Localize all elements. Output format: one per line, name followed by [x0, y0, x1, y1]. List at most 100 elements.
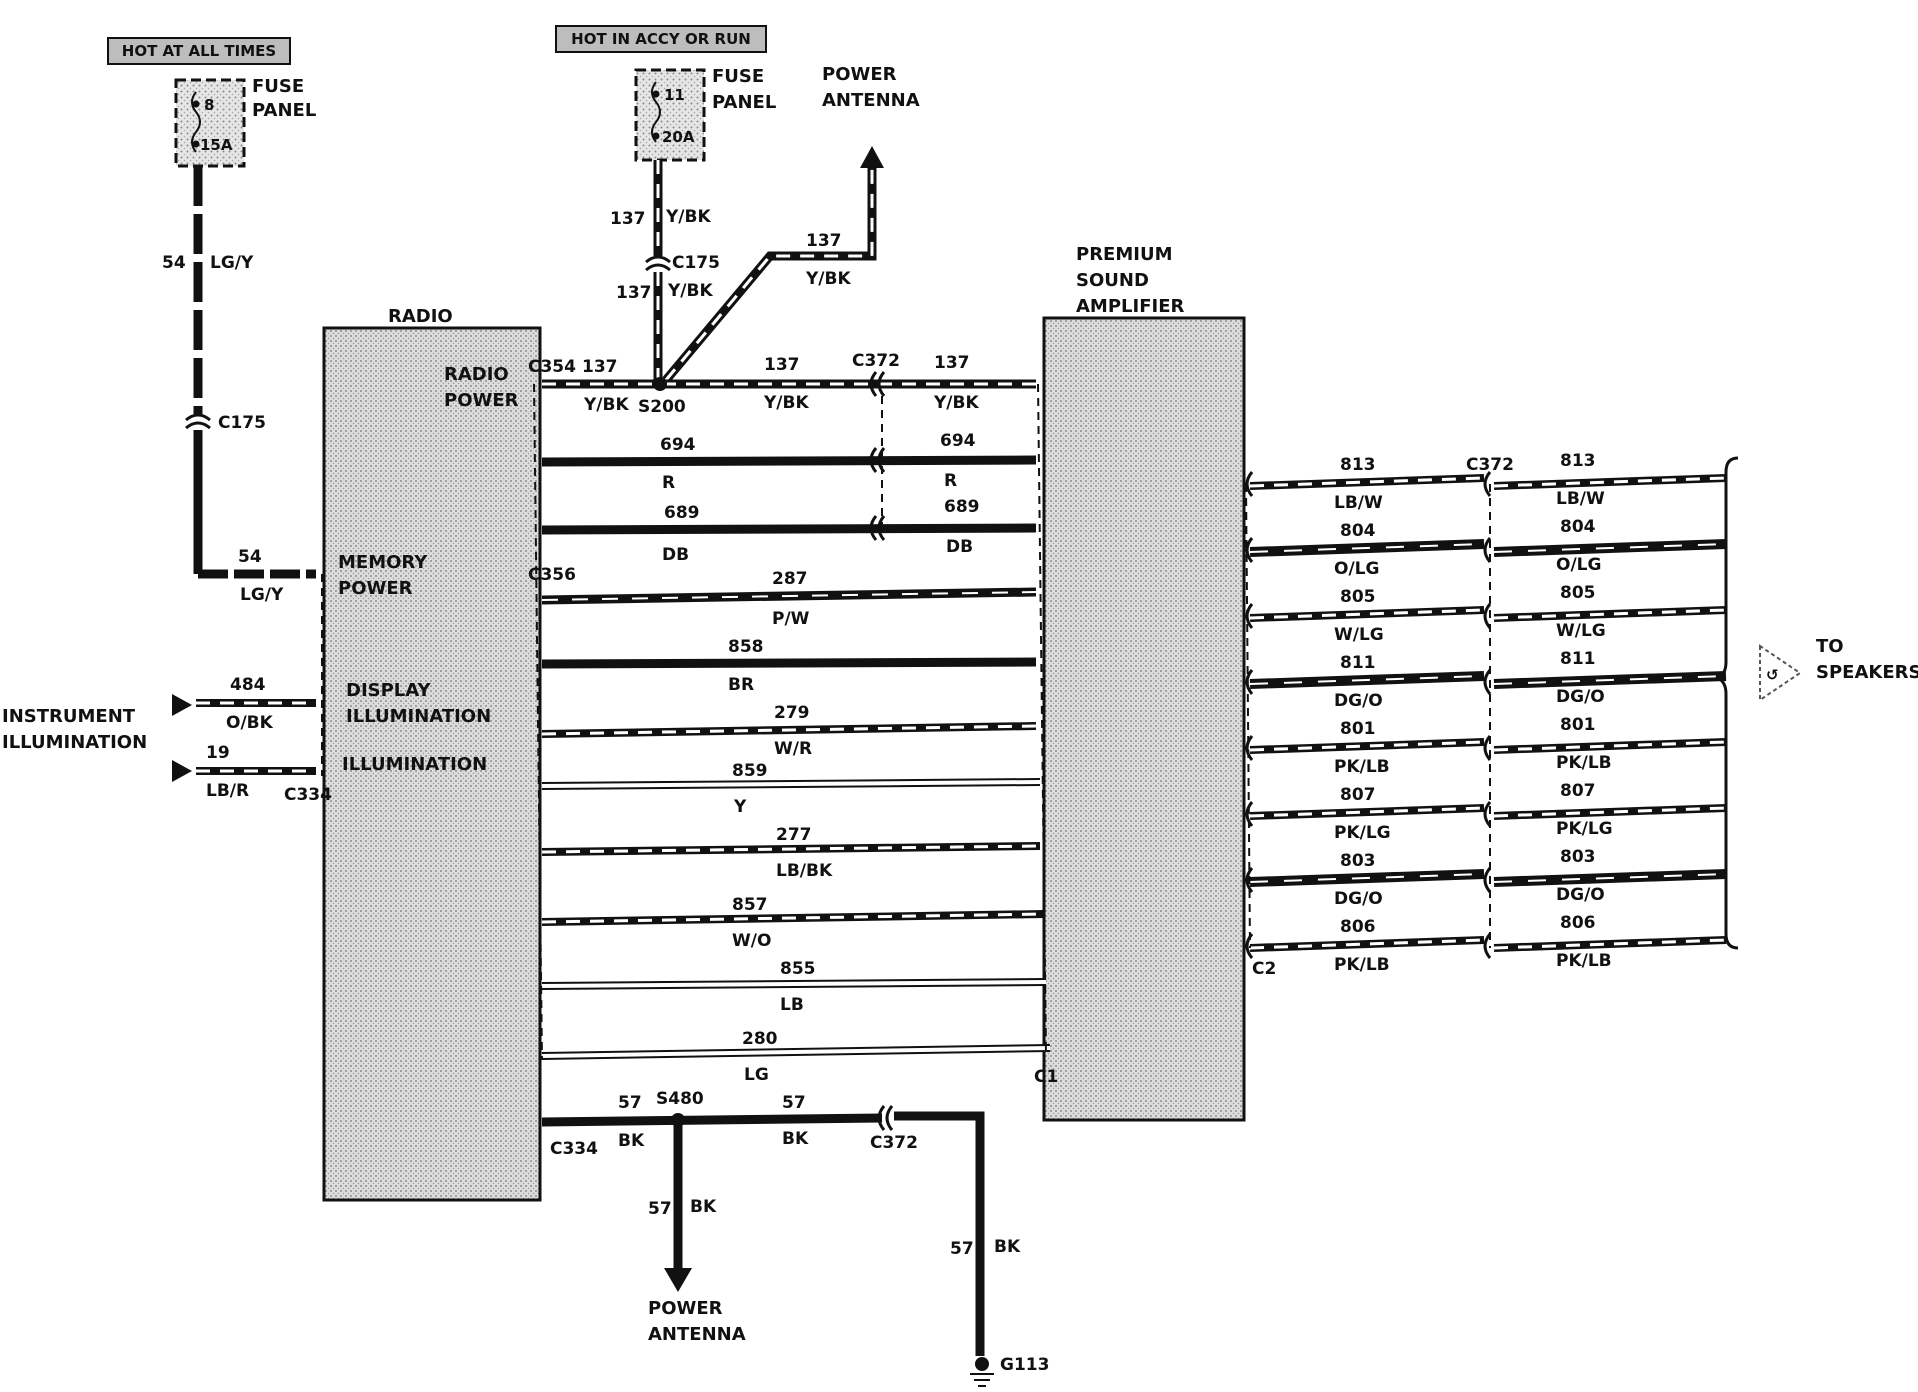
speaker-wire-color-right: PK/LB [1556, 753, 1612, 773]
fuse-left-number: 8 [204, 96, 214, 114]
wire-54-v-circuit: 54 [162, 253, 186, 273]
speaker-wire-circuit-right: 806 [1560, 913, 1596, 933]
wire-137-left-color: Y/BK [583, 395, 629, 415]
wire-694-right-circuit: 694 [940, 431, 976, 451]
ground-circuit-57: C334 57 BK S480 57 BK C372 57 BK 57 BK P… [541, 1089, 1021, 1356]
radio-pin-memory-power-2: POWER [338, 578, 413, 599]
wire-277: 277 LB/BK [541, 825, 1041, 881]
instrument-illumination: INSTRUMENT ILLUMINATION 484 O/BK 19 LB/R… [2, 675, 332, 805]
wire-694: 694 R 694 R [541, 431, 1037, 493]
speaker-wire-circuit-left: 807 [1340, 785, 1376, 805]
wire-287-color: P/W [772, 609, 810, 629]
speaker-wires: 813LB/W813LB/W804O/LG804O/LG805W/LG805W/… [1245, 451, 1727, 975]
wire-858: 858 BR [541, 637, 1037, 695]
speaker-wire-circuit-right: 805 [1560, 583, 1596, 603]
wire-57-d-color: BK [994, 1237, 1021, 1257]
wire-484-color: O/BK [226, 713, 274, 733]
wire-137-right-circuit: 137 [934, 353, 970, 373]
connector-c334-left: C334 [284, 785, 332, 805]
speaker-wire-color-left: DG/O [1334, 691, 1383, 711]
speaker-wire-color-left: PK/LB [1334, 757, 1390, 777]
radio-pin-display-2: ILLUMINATION [346, 706, 491, 727]
wire-57-b-color: BK [782, 1129, 809, 1149]
speaker-wire-circuit-right: 811 [1560, 649, 1596, 669]
wire-54-v-color: LG/Y [210, 253, 254, 273]
wire-857-circuit: 857 [732, 895, 768, 915]
wire-137-upper-color: Y/BK [665, 207, 711, 227]
speaker-wire-color-right: W/LG [1556, 621, 1606, 641]
speaker-wire-color-left: PK/LG [1334, 823, 1391, 843]
fuse-right-number: 11 [664, 86, 685, 104]
power-antenna-top-label-1: POWER [822, 64, 897, 85]
speaker-wire-color-right: O/LG [1556, 555, 1601, 575]
wire-137-mid-color: Y/BK [763, 393, 809, 413]
fuse-right-label-1: FUSE [712, 66, 764, 87]
ground-g113: G113 [1000, 1355, 1049, 1375]
connector-c2: C2 [1252, 959, 1276, 979]
wire-694-left-circuit: 694 [660, 435, 696, 455]
speaker-wire-color-left: DG/O [1334, 889, 1383, 909]
wire-137-feed: 137 Y/BK C175 137 Y/BK [610, 160, 720, 384]
wire-484-circuit: 484 [230, 675, 266, 695]
wire-57-c-color: BK [690, 1197, 717, 1217]
wire-137-upper-circuit: 137 [610, 209, 646, 229]
wire-859-circuit: 859 [732, 761, 768, 781]
power-antenna-bottom-label-1: POWER [648, 1298, 723, 1319]
c2-dashed-line [1245, 483, 1251, 949]
wire-57-c-circuit: 57 [648, 1199, 672, 1219]
wire-57-d-circuit: 57 [950, 1239, 974, 1259]
wire-19-color: LB/R [206, 781, 249, 801]
wire-57-b-circuit: 57 [782, 1093, 806, 1113]
radio-pin-radio-power-1: RADIO [444, 364, 509, 385]
speakers-label-2: SPEAKERS [1816, 662, 1918, 683]
wire-858-circuit: 858 [728, 637, 764, 657]
radio-pin-illumination: ILLUMINATION [342, 754, 487, 775]
wire-280-color: LG [744, 1065, 769, 1085]
instrument-label-1: INSTRUMENT [2, 706, 136, 727]
wire-855-color: LB [780, 995, 804, 1015]
wire-137-radio-power: C354 137 Y/BK S200 137 Y/BK C372 137 Y/B… [528, 351, 1036, 417]
wire-855: 855 LB [541, 959, 1047, 1015]
wire-857: 857 W/O [541, 895, 1045, 951]
speaker-wire-color-left: O/LG [1334, 559, 1379, 579]
wire-137-antenna: 137 Y/BK [662, 146, 884, 383]
fuse-panel-right: 11 20A FUSE PANEL [634, 66, 776, 162]
wire-277-circuit: 277 [776, 825, 812, 845]
amplifier-title-2: SOUND [1076, 270, 1149, 291]
wire-54-h-circuit: 54 [238, 547, 262, 567]
fuse-right-rating: 20A [662, 128, 695, 146]
speaker-wire-circuit-left: 804 [1340, 521, 1376, 541]
speaker-wire-circuit-left: 801 [1340, 719, 1376, 739]
wire-858-color: BR [728, 675, 754, 695]
speaker-wire-circuit-right: 804 [1560, 517, 1596, 537]
speaker-wire-circuit-left: 805 [1340, 587, 1376, 607]
fuse-left-rating: 15A [200, 136, 233, 154]
radio-pin-memory-power-1: MEMORY [338, 552, 428, 573]
wire-54-h-color: LG/Y [240, 585, 284, 605]
speaker-wire-circuit-right: 813 [1560, 451, 1596, 471]
wire-137-ant-circuit: 137 [806, 231, 842, 251]
power-antenna-bottom-label-2: ANTENNA [648, 1324, 746, 1345]
connector-c372-top: C372 [852, 351, 900, 371]
speaker-wire-circuit-right: 807 [1560, 781, 1596, 801]
connector-c334-bottom: C334 [550, 1139, 598, 1159]
connector-c356: C356 [528, 565, 576, 585]
wire-280-circuit: 280 [742, 1029, 778, 1049]
splice-s480: S480 [656, 1089, 704, 1109]
wire-689-right-circuit: 689 [944, 497, 980, 517]
wire-689-left-color: DB [662, 545, 689, 565]
connector-c1: C1 [1034, 1067, 1058, 1087]
instrument-label-2: ILLUMINATION [2, 732, 147, 753]
wire-54-vertical: 54 LG/Y C175 54 LG/Y [162, 166, 316, 605]
speaker-wire-circuit-left: 813 [1340, 455, 1376, 475]
speaker-wire-color-left: PK/LB [1334, 955, 1390, 975]
connector-c372-bottom: C372 [870, 1133, 918, 1153]
wire-287-circuit: 287 [772, 569, 808, 589]
svg-text:↺: ↺ [1766, 666, 1779, 684]
radio-pin-radio-power-2: POWER [444, 390, 519, 411]
wire-57-a-circuit: 57 [618, 1093, 642, 1113]
